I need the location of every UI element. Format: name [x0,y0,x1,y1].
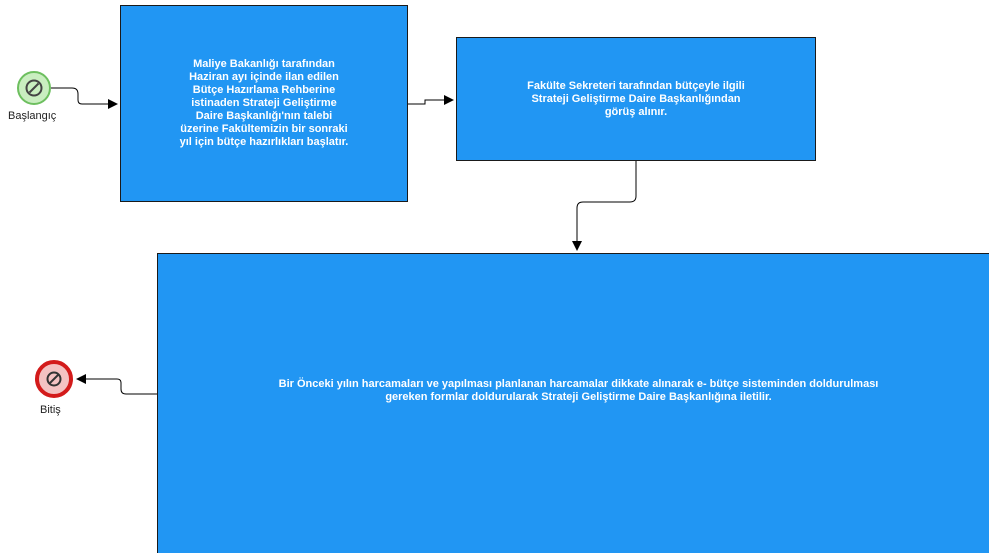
no-entry-icon [25,79,43,97]
flow-start-to-task1 [51,87,118,109]
task-ebudget-forms[interactable]: Bir Önceki yılın harcamaları ve yapılmas… [157,253,989,553]
flow-task2-to-task3 [572,161,637,251]
task-line: gereken formlar doldurularak Strateji Ge… [385,390,772,403]
end-event-label: Bitiş [40,404,61,416]
task-line: Fakülte Sekreteri tarafından bütçeyle il… [527,79,745,92]
start-event-label: Başlangıç [8,110,57,122]
task-text: Bir Önceki yılın harcamaları ve yapılmas… [279,378,879,404]
task-line: Maliye Bakanlığı tarafından [193,58,335,70]
task-line: Bütçe Hazırlama Rehberine [192,84,336,96]
no-entry-icon [46,371,62,387]
flow-task3-to-end [76,374,157,395]
task-line: görüş alınır. [604,105,668,118]
end-event[interactable] [35,360,73,398]
task-text: Maliye Bakanlığı tarafından Haziran ayı … [180,58,349,149]
task-text: Fakülte Sekreteri tarafından bütçeyle il… [527,80,745,119]
task-line: Strateji Geliştirme Daire Başkanlığından [531,92,741,105]
task-opinion-request[interactable]: Fakülte Sekreteri tarafından bütçeyle il… [456,37,816,161]
task-line: Haziran ayı içinde ilan edilen [189,71,339,83]
task-line: Bir Önceki yılın harcamaları ve yapılmas… [278,377,879,390]
task-budget-initiation[interactable]: Maliye Bakanlığı tarafından Haziran ayı … [120,5,408,202]
start-event[interactable] [17,71,51,105]
task-line: istinaden Strateji Geliştirme [191,97,337,109]
task-line: yıl için bütçe hazırlıkları başlatır. [179,136,349,148]
task-line: üzerine Fakültemizin bir sonraki [180,123,348,135]
flow-task1-to-task2 [408,95,454,105]
task-line: Daire Başkanlığı'nın talebi [195,110,333,122]
